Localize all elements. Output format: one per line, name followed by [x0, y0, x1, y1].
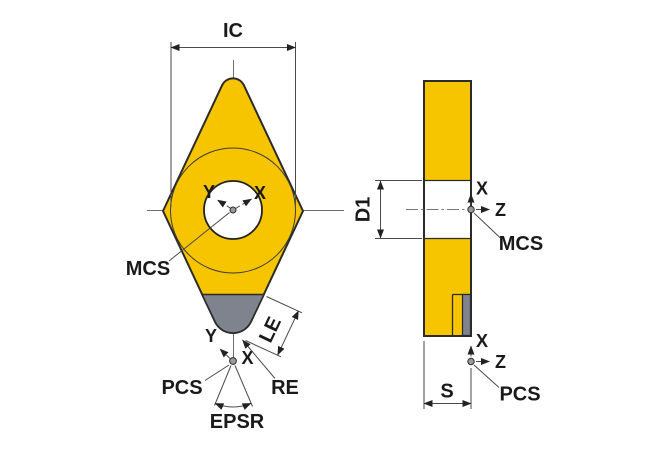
epsr-leg-left [214, 365, 232, 406]
pcs-x-axis-label-side: X [476, 331, 488, 351]
mcs-callout-front: MCS [126, 212, 230, 280]
front-view: IC Y X MCS Y X PCS RE [126, 20, 344, 433]
pcs-origin-marker-side [467, 357, 475, 366]
ic-dimension: IC [170, 20, 296, 207]
pcs-z-axis-label-side: Z [495, 352, 506, 372]
re-dimension: RE [242, 339, 299, 399]
mcs-z-axis-label-side: Z [495, 200, 506, 220]
pcs-origin-marker [229, 357, 237, 365]
pcs-leader-line-side [473, 364, 500, 388]
mcs-leader-line-side [473, 212, 503, 240]
s-label: S [440, 381, 453, 403]
ic-label: IC [223, 20, 243, 42]
mcs-leader-line [168, 212, 230, 262]
epsr-angle-arc [214, 402, 252, 410]
mcs-y-axis-arrow [217, 199, 232, 209]
re-leader-line [242, 339, 276, 379]
mcs-origin-side: X Z MCS [467, 179, 543, 255]
s-dimension: S [423, 341, 472, 409]
pcs-label-side: PCS [499, 384, 540, 406]
side-view: D1 X Z MCS X Z PCS S [353, 80, 543, 409]
pcs-origin-side: X Z PCS [467, 331, 541, 406]
pcs-y-axis-label: Y [205, 326, 217, 346]
d1-dimension: D1 [353, 180, 422, 239]
mcs-label-side: MCS [499, 233, 543, 255]
mcs-x-axis-label-side: X [476, 179, 488, 199]
pcs-label: PCS [161, 377, 202, 399]
side-tip-notch [451, 293, 472, 337]
pcs-leader-line [204, 364, 230, 381]
le-extension-bottom [245, 340, 282, 358]
mcs-x-axis-label: X [254, 183, 266, 203]
le-extension-top [266, 296, 303, 314]
epsr-leg-right [234, 365, 253, 407]
mcs-y-axis-label: Y [203, 182, 215, 202]
mcs-origin-marker [229, 206, 237, 214]
epsr-label: EPSR [210, 411, 265, 433]
mcs-origin-front: Y X [203, 182, 266, 214]
pcs-x-axis-label: X [241, 348, 253, 368]
pcs-y-axis-arrow [219, 348, 231, 359]
mcs-label: MCS [126, 258, 170, 280]
inscribed-circle [170, 147, 296, 274]
d1-label: D1 [353, 197, 375, 223]
epsr-dimension: EPSR [210, 365, 265, 433]
re-label: RE [271, 377, 299, 399]
le-dimension-line [277, 310, 299, 356]
cutting-tip [201, 293, 265, 334]
pcs-callout-front: PCS [161, 364, 230, 399]
mcs-x-axis-arrow [235, 198, 252, 209]
side-cutting-tip [461, 293, 472, 337]
pcs-origin-front: Y X [205, 326, 254, 368]
le-label: LE [255, 314, 286, 347]
mcs-origin-marker-side [467, 205, 475, 214]
